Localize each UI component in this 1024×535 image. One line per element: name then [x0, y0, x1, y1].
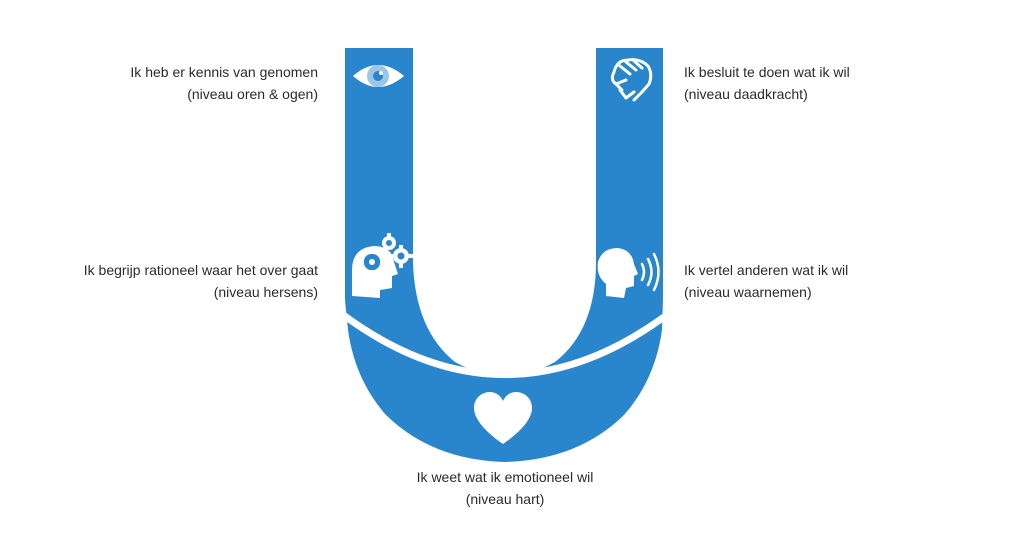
label-ears-eyes: Ik heb er kennis van genomen (niveau ore… [130, 61, 318, 105]
fist-icon [610, 58, 653, 102]
head-gears-icon [352, 233, 413, 298]
label-brain-line2: (niveau hersens) [213, 284, 318, 300]
label-heart-line1: Ik weet wat ik emotioneel wil [416, 469, 594, 485]
label-heart: Ik weet wat ik emotioneel wil (niveau ha… [380, 466, 630, 510]
label-action-line1: Ik besluit te doen wat ik wil [684, 64, 850, 80]
label-action-line2: (niveau daadkracht) [684, 86, 808, 102]
label-ears-eyes-line1: Ik heb er kennis van genomen [130, 64, 318, 80]
label-perceive-line1: Ik vertel anderen wat ik wil [684, 262, 849, 278]
heart-icon [474, 392, 532, 444]
label-perceive: Ik vertel anderen wat ik wil (niveau waa… [684, 259, 848, 303]
label-action: Ik besluit te doen wat ik wil (niveau da… [684, 61, 850, 105]
speaking-head-icon [597, 248, 660, 298]
label-ears-eyes-line2: (niveau oren & ogen) [187, 86, 318, 102]
u-divider-arc [339, 311, 671, 378]
label-brain-line1: Ik begrijp rationeel waar het over gaat [83, 262, 318, 278]
label-perceive-line2: (niveau waarnemen) [684, 284, 812, 300]
eye-icon [353, 65, 404, 87]
label-heart-line2: (niveau hart) [465, 491, 545, 507]
label-brain: Ik begrijp rationeel waar het over gaat … [84, 259, 318, 303]
